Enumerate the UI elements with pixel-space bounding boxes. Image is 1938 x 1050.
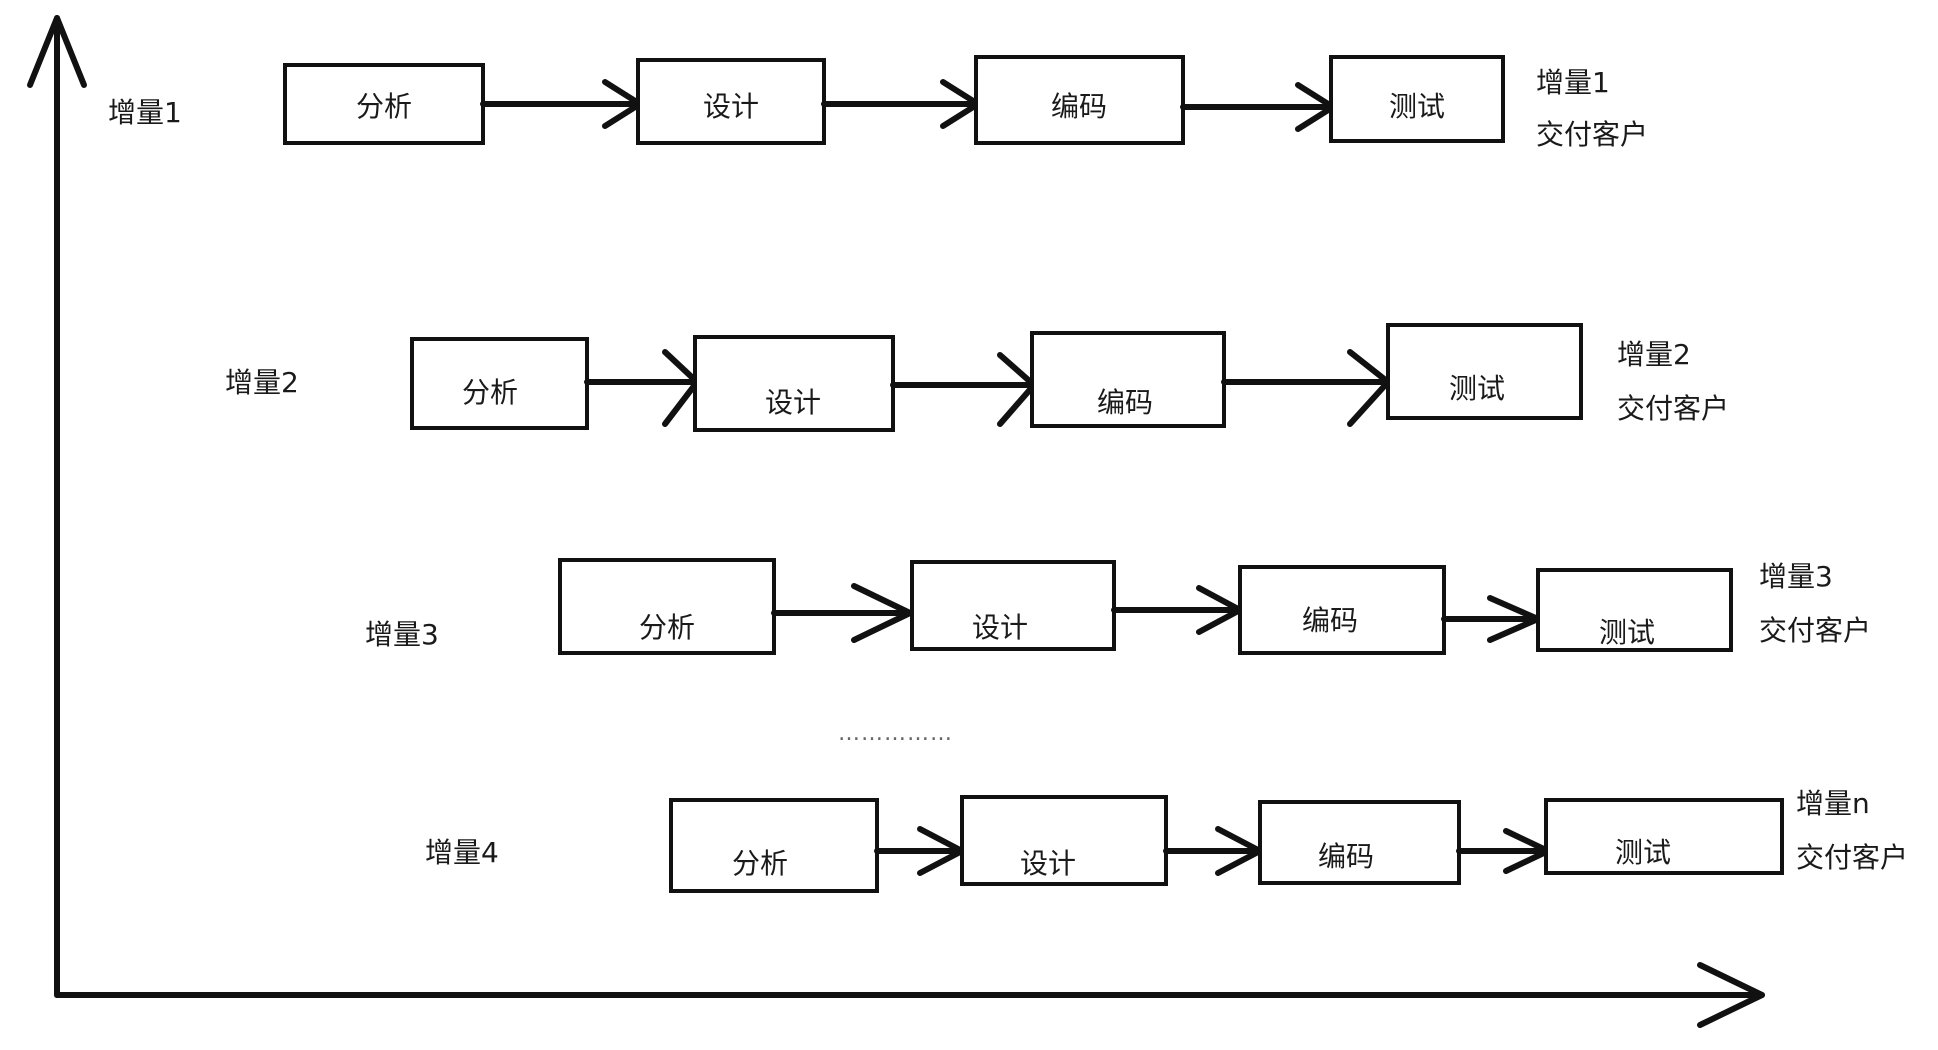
increment-result-text: 交付客户 xyxy=(1796,841,1908,874)
increment-result-title: 增量1 xyxy=(1536,66,1610,99)
arrow xyxy=(821,79,981,129)
stage-box-testing: 测试 xyxy=(1329,55,1505,143)
increment-result-title: 增量2 xyxy=(1617,338,1691,371)
stage-box-coding: 编码 xyxy=(974,55,1185,145)
arrow xyxy=(480,79,643,129)
y-axis-arrowhead xyxy=(27,15,87,88)
increment-label: 增量1 xyxy=(108,96,182,129)
arrow xyxy=(890,352,1037,427)
stage-label: 测试 xyxy=(1599,616,1655,649)
increment-result-title: 增量n xyxy=(1796,787,1870,820)
stage-box-analysis: 分析 xyxy=(410,337,589,430)
stage-label: 分析 xyxy=(462,376,518,409)
stage-label: 测试 xyxy=(1615,836,1671,869)
increment-row-4: 增量4 分析 设计 编码 测试 增量n 交付客户 xyxy=(425,787,1908,893)
increment-label: 增量3 xyxy=(365,618,439,651)
increment-row-1: 增量1 分析 设计 编码 测试 增量1 交付客户 xyxy=(108,55,1648,151)
stage-box-analysis: 分析 xyxy=(283,63,485,145)
x-axis-arrowhead xyxy=(1697,962,1765,1028)
increment-result-text: 交付客户 xyxy=(1536,118,1648,151)
stage-label: 设计 xyxy=(703,90,759,123)
stage-box-design: 设计 xyxy=(910,560,1116,651)
arrow xyxy=(584,349,700,427)
increment-result-title: 增量3 xyxy=(1759,560,1833,593)
stage-box-coding: 编码 xyxy=(1030,331,1226,428)
stage-box-coding: 编码 xyxy=(1258,800,1461,885)
increment-result-text: 交付客户 xyxy=(1617,392,1729,425)
stage-box-design: 设计 xyxy=(636,58,826,145)
arrow xyxy=(1163,826,1263,876)
stage-box-coding: 编码 xyxy=(1238,565,1446,655)
increment-result-text: 交付客户 xyxy=(1759,614,1871,647)
stage-box-design: 设计 xyxy=(960,795,1168,886)
increment-row-3: 增量3 分析 设计 编码 测试 增量3 交付客户 xyxy=(365,558,1871,655)
stage-box-testing: 测试 xyxy=(1386,323,1583,420)
stage-box-analysis: 分析 xyxy=(669,798,879,893)
axes xyxy=(27,15,1765,1028)
arrow xyxy=(1441,595,1541,643)
increment-label: 增量2 xyxy=(225,366,299,399)
stage-label: 测试 xyxy=(1389,90,1445,123)
stage-label: 编码 xyxy=(1051,90,1107,123)
increment-row-2: 增量2 分析 设计 编码 测试 增量2 交付客户 xyxy=(225,323,1729,432)
stage-box-analysis: 分析 xyxy=(558,558,776,655)
stage-label: 编码 xyxy=(1097,386,1153,419)
stage-label: 分析 xyxy=(356,90,412,123)
stage-label: 编码 xyxy=(1302,604,1358,637)
arrow xyxy=(1180,82,1336,132)
stage-box-design: 设计 xyxy=(693,335,895,432)
stage-label: 编码 xyxy=(1318,840,1374,873)
stage-label: 设计 xyxy=(972,611,1028,644)
arrow xyxy=(874,826,965,876)
arrow xyxy=(1111,585,1243,635)
arrow xyxy=(1456,828,1551,874)
stage-label: 设计 xyxy=(1020,847,1076,880)
increment-label: 增量4 xyxy=(425,836,499,869)
stage-label: 测试 xyxy=(1449,372,1505,405)
ellipsis: …………… xyxy=(838,721,953,746)
stage-label: 分析 xyxy=(639,611,695,644)
stage-box-testing: 测试 xyxy=(1544,798,1784,875)
stage-label: 设计 xyxy=(765,386,821,419)
stage-box-testing: 测试 xyxy=(1536,568,1733,652)
stage-label: 分析 xyxy=(732,847,788,880)
arrow xyxy=(771,583,913,643)
arrow xyxy=(1221,349,1391,427)
